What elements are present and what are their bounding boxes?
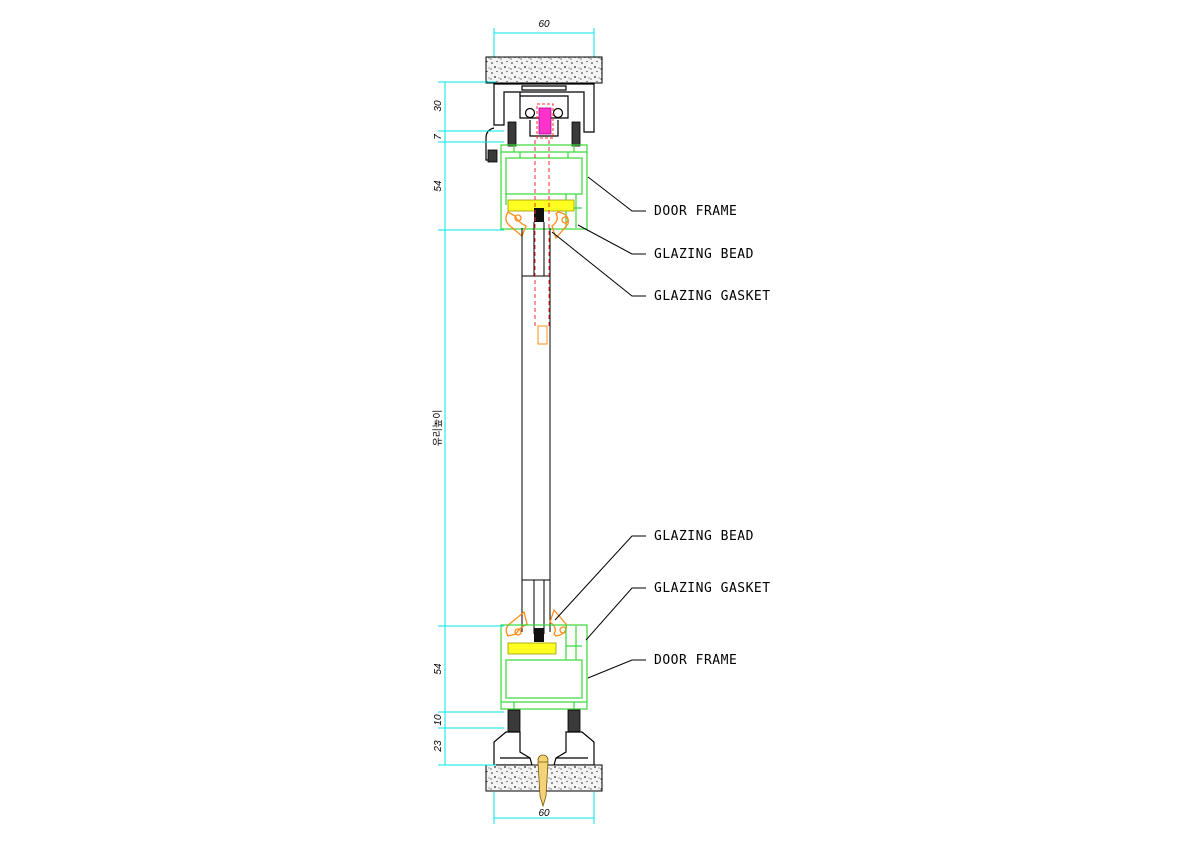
dim-30-text: 30 <box>433 100 444 112</box>
bottom-glazing-bead <box>505 608 567 637</box>
top-concrete-slab <box>485 56 603 84</box>
label-bottom-glazing-bead: GLAZING BEAD <box>654 529 754 544</box>
label-top-glazing-gasket: GLAZING GASKET <box>654 289 771 304</box>
top-setting-block <box>534 208 544 222</box>
bottom-anchor-screw <box>537 754 549 808</box>
dim-23-text: 23 <box>433 740 444 753</box>
top-width-dimension: 60 <box>493 19 595 58</box>
bottom-gasket <box>507 642 557 655</box>
label-top-door-frame: DOOR FRAME <box>654 204 737 219</box>
dim-54-bottom-text: 54 <box>433 663 444 675</box>
bottom-width-dimension: 60 <box>493 792 595 824</box>
callout-leaders <box>551 176 646 679</box>
dim-54-top-text: 54 <box>433 180 444 192</box>
glass-pane <box>521 222 551 634</box>
dim-7-text: 7 <box>433 134 444 140</box>
top-glazing-bead <box>505 211 569 240</box>
bottom-setting-block <box>534 628 544 642</box>
top-rail <box>485 83 595 163</box>
vertical-dimension-chain: 30 7 54 유리높이 54 10 23 <box>432 81 504 766</box>
bottom-door-frame <box>500 624 588 710</box>
bottom-threshold <box>493 709 595 766</box>
top-width-text: 60 <box>538 19 550 30</box>
dim-10-text: 10 <box>433 714 444 726</box>
pivot-pin <box>534 140 550 345</box>
label-bottom-door-frame: DOOR FRAME <box>654 653 737 668</box>
glass-height-text: 유리높이 <box>432 410 444 447</box>
label-bottom-glazing-gasket: GLAZING GASKET <box>654 581 771 596</box>
top-anchor <box>536 103 554 139</box>
label-top-glazing-bead: GLAZING BEAD <box>654 247 754 262</box>
bottom-width-text: 60 <box>538 808 550 819</box>
